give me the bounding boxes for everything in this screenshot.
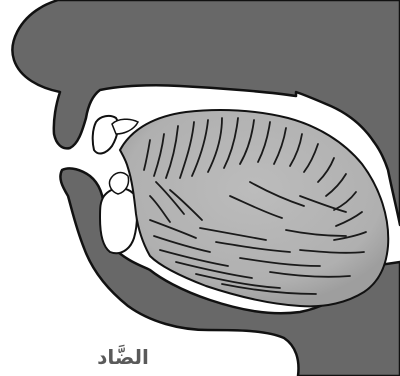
letter-caption: الضَّاد xyxy=(78,344,168,370)
lower-incisor xyxy=(100,188,137,253)
